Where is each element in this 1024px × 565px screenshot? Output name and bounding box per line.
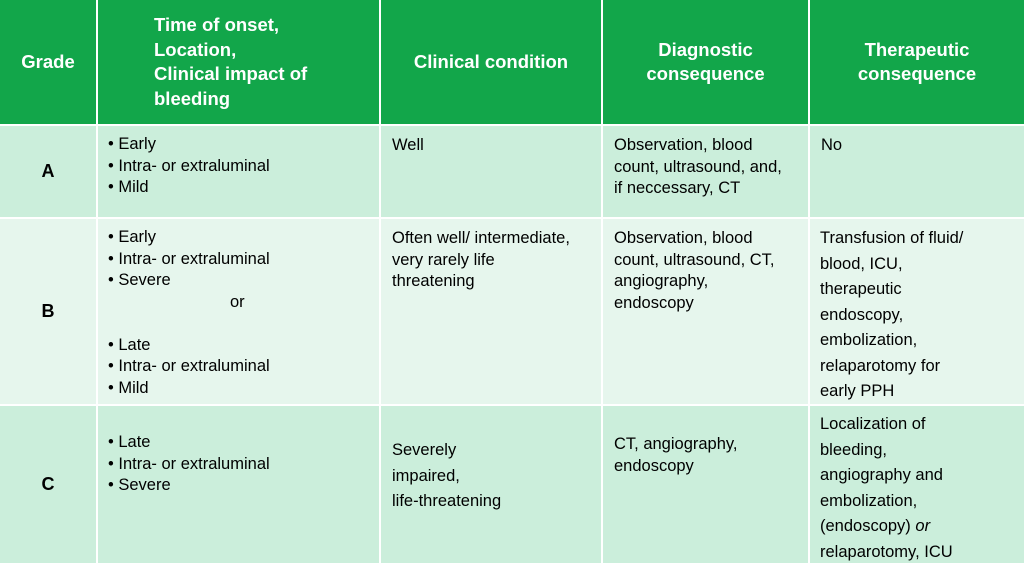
onset-line: • Early bbox=[108, 135, 156, 153]
therapeutic-line: therapeutic bbox=[820, 280, 902, 298]
therapeutic-line: Transfusion of fluid/ bbox=[820, 229, 964, 247]
diagnostic-line: Observation, blood bbox=[614, 229, 753, 247]
onset-line: • Mild bbox=[108, 378, 149, 397]
header-therapeutic: Therapeutic consequence bbox=[810, 0, 1024, 126]
header-onset-line: Location, bbox=[154, 38, 237, 60]
onset-cell-b: • Early • Intra- or extraluminal • Sever… bbox=[98, 219, 381, 406]
clinical-line: life-threatening bbox=[392, 492, 502, 510]
header-grade: Grade bbox=[0, 0, 98, 126]
clinical-line: threatening bbox=[392, 272, 475, 290]
diagnostic-cell-a: Observation, blood count, ultrasound, an… bbox=[603, 126, 810, 219]
clinical-cell-c: Severely impaired, life-threatening bbox=[381, 406, 603, 565]
therapeutic-line: blood, ICU, bbox=[820, 254, 903, 273]
onset-line: • Intra- or extraluminal bbox=[108, 357, 270, 375]
grade-label: C bbox=[41, 473, 55, 494]
therapeutic-line: endoscopy, bbox=[820, 305, 904, 324]
clinical-line: Often well/ intermediate, bbox=[392, 229, 570, 247]
therapeutic-cell-a: No bbox=[810, 126, 1024, 219]
therapeutic-or-italic: or bbox=[915, 517, 931, 535]
onset-line: • Late bbox=[108, 335, 151, 354]
onset-line: • Intra- or extraluminal bbox=[108, 454, 270, 473]
clinical-line: Well bbox=[392, 136, 424, 154]
diagnostic-line: endoscopy bbox=[614, 456, 694, 475]
header-clinical-label: Clinical condition bbox=[413, 50, 569, 72]
diagnostic-line: Observation, blood bbox=[614, 136, 753, 154]
therapeutic-line: angiography and bbox=[820, 466, 943, 484]
clinical-cell-b: Often well/ intermediate, very rarely li… bbox=[381, 219, 603, 406]
header-therapeutic-line: consequence bbox=[857, 63, 977, 84]
diagnostic-cell-c: CT, angiography, endoscopy bbox=[603, 406, 810, 565]
onset-line: • Intra- or extraluminal bbox=[108, 156, 270, 175]
diagnostic-line: if neccessary, CT bbox=[614, 179, 741, 197]
header-diagnostic: Diagnostic consequence bbox=[603, 0, 810, 126]
header-onset-line: Time of onset, bbox=[154, 14, 280, 35]
therapeutic-line: No bbox=[821, 136, 843, 154]
therapeutic-line: relaparotomy for bbox=[820, 356, 941, 375]
grade-cell-a: A bbox=[0, 126, 98, 219]
header-onset-line: Clinical impact of bbox=[154, 63, 308, 84]
therapeutic-cell-c: Localization of bleeding, angiography an… bbox=[810, 406, 1024, 565]
diagnostic-line: angiography, bbox=[614, 272, 709, 290]
therapeutic-line: Localization of bbox=[820, 415, 926, 433]
diagnostic-line: count, ultrasound, CT, bbox=[614, 250, 775, 269]
therapeutic-line: embolization, bbox=[820, 331, 918, 349]
onset-line: • Late bbox=[108, 433, 151, 451]
header-clinical: Clinical condition bbox=[381, 0, 603, 126]
therapeutic-endoscopy-text: (endoscopy) bbox=[820, 517, 911, 535]
grade-label: B bbox=[41, 300, 55, 321]
onset-line: • Severe bbox=[108, 476, 171, 494]
clinical-cell-a: Well bbox=[381, 126, 603, 219]
clinical-line: very rarely life bbox=[392, 250, 495, 269]
header-onset: Time of onset, Location, Clinical impact… bbox=[98, 0, 381, 126]
header-grade-label: Grade bbox=[21, 50, 75, 72]
onset-cell-c: • Late • Intra- or extraluminal • Severe bbox=[98, 406, 381, 565]
header-diagnostic-line: consequence bbox=[646, 63, 765, 84]
therapeutic-line: embolization, bbox=[820, 491, 918, 510]
therapeutic-line: (endoscopy) or bbox=[820, 514, 1014, 540]
diagnostic-line: endoscopy bbox=[614, 293, 694, 312]
onset-or-separator: or bbox=[230, 292, 245, 311]
diagnostic-cell-b: Observation, blood count, ultrasound, CT… bbox=[603, 219, 810, 406]
clinical-line: Severely bbox=[392, 441, 457, 459]
onset-line: • Severe bbox=[108, 271, 171, 289]
grade-label: A bbox=[41, 160, 55, 181]
therapeutic-line: bleeding, bbox=[820, 440, 887, 459]
grade-cell-b: B bbox=[0, 219, 98, 406]
therapeutic-line: early PPH bbox=[820, 382, 895, 400]
onset-line: • Mild bbox=[108, 178, 149, 196]
onset-line: • Intra- or extraluminal bbox=[108, 249, 270, 268]
therapeutic-cell-b: Transfusion of fluid/ blood, ICU, therap… bbox=[810, 219, 1024, 406]
header-diagnostic-line: Diagnostic bbox=[658, 38, 753, 60]
diagnostic-line: count, ultrasound, and, bbox=[614, 157, 782, 176]
diagnostic-line: CT, angiography, bbox=[614, 435, 738, 453]
header-therapeutic-line: Therapeutic bbox=[864, 38, 970, 60]
onset-line: • Early bbox=[108, 228, 156, 246]
header-onset-text: Time of onset, Location, Clinical impact… bbox=[154, 13, 307, 111]
onset-spacer bbox=[108, 313, 369, 335]
therapeutic-line: relaparotomy, ICU bbox=[820, 542, 953, 561]
grade-cell-c: C bbox=[0, 406, 98, 565]
clinical-line: impaired, bbox=[392, 466, 460, 485]
header-onset-line: bleeding bbox=[154, 87, 231, 109]
onset-cell-a: • Early • Intra- or extraluminal • Mild bbox=[98, 126, 381, 219]
